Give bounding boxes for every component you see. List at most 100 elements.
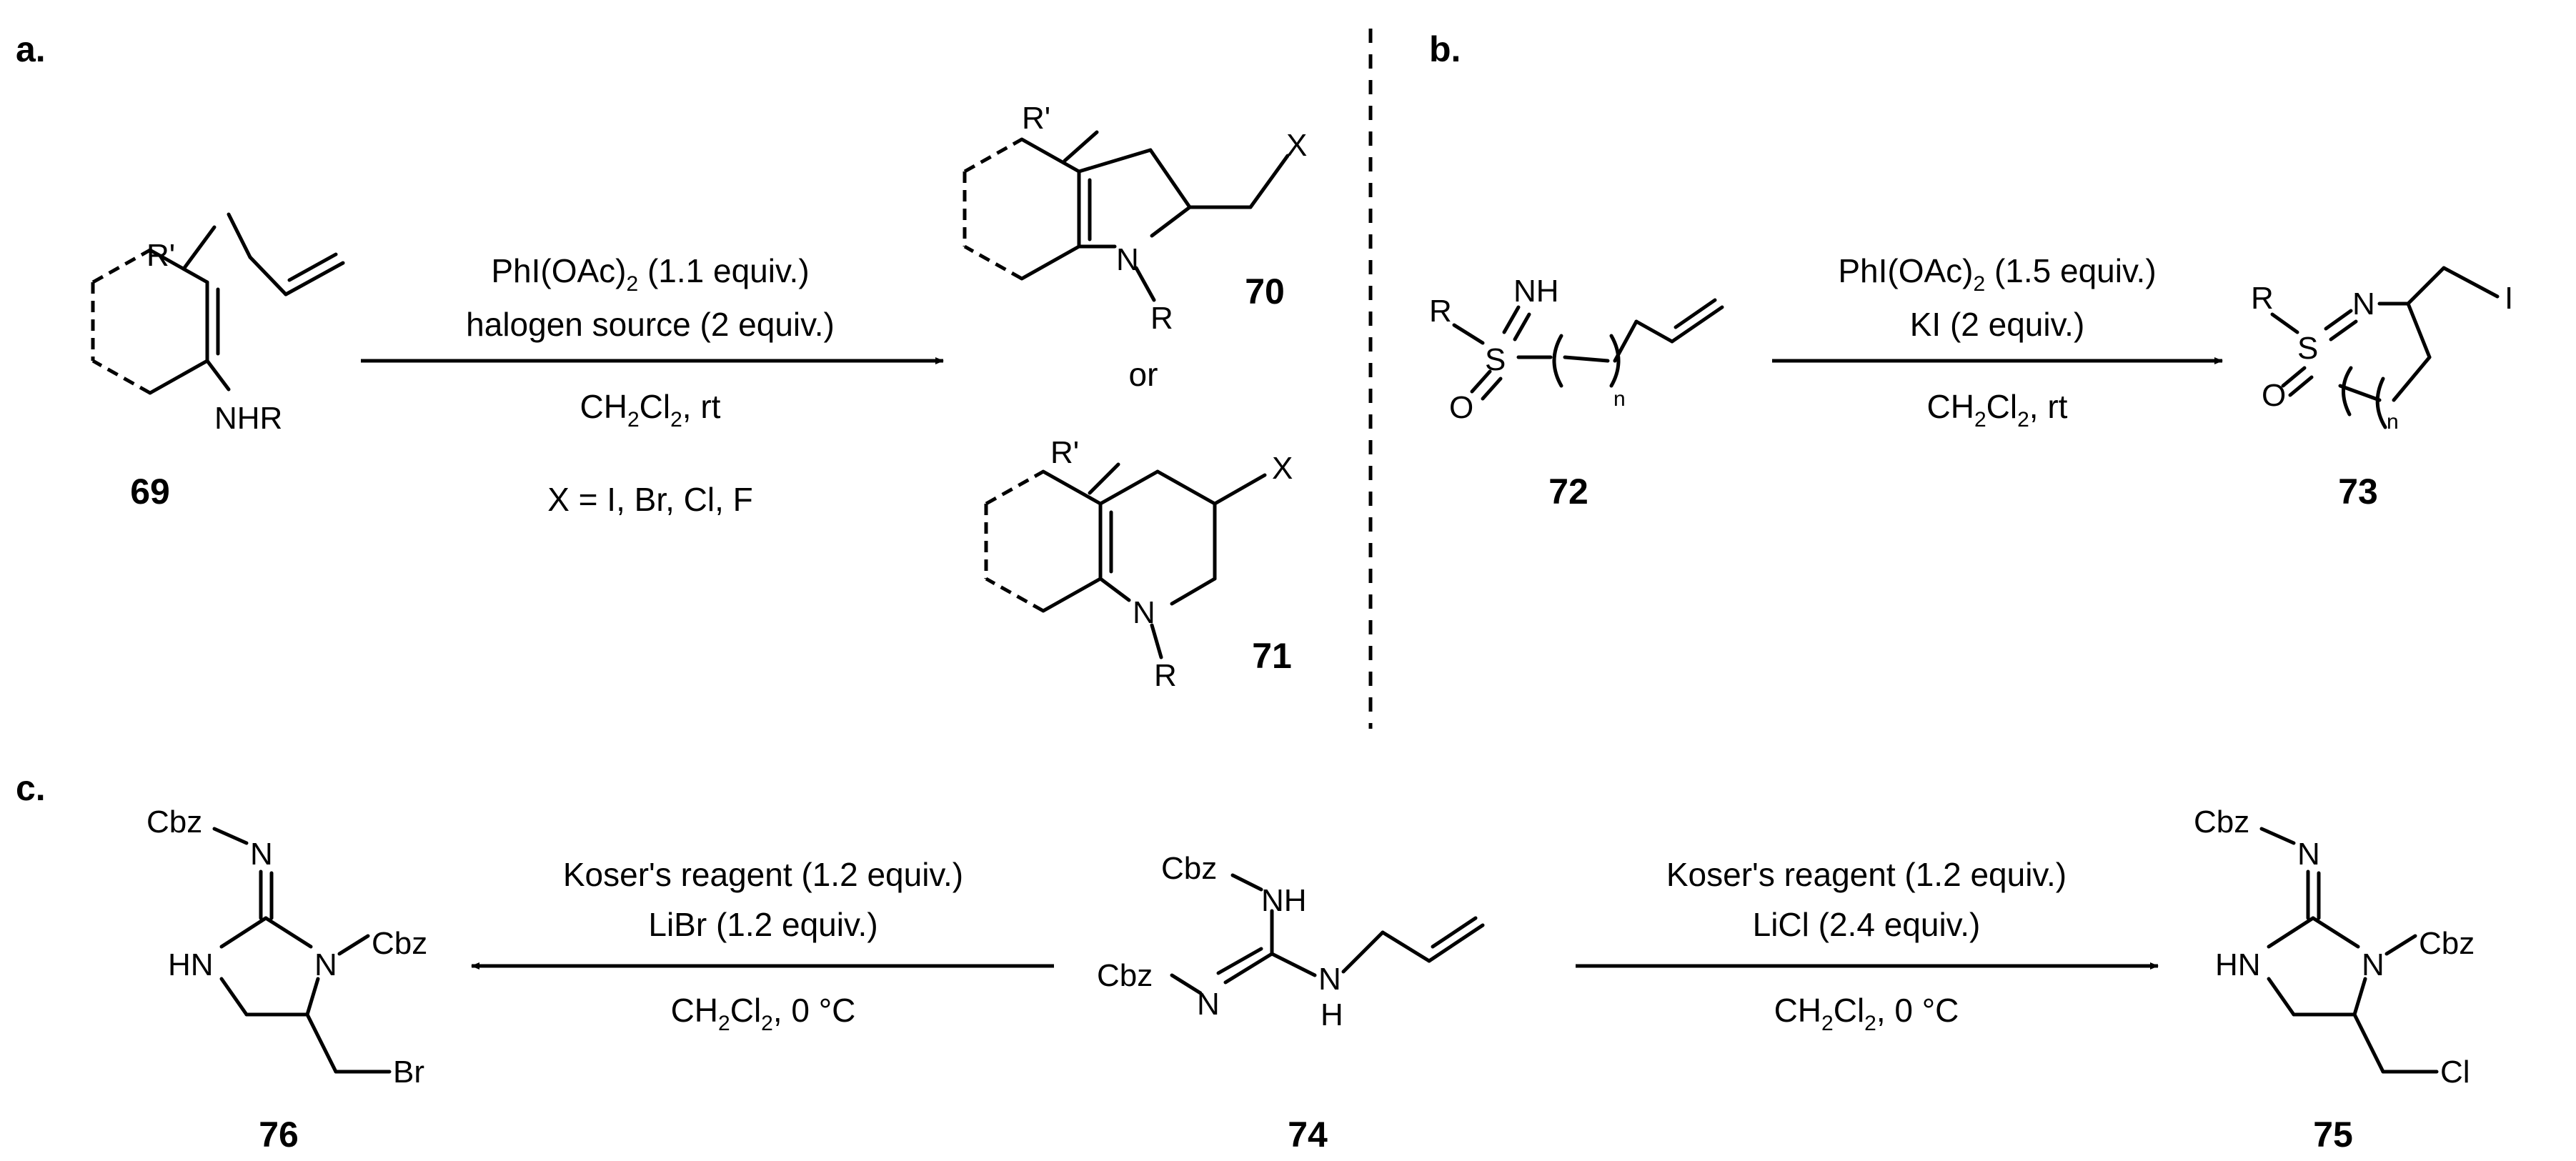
cbz-label: Cbz [1161,851,1217,886]
ring-bond [1020,137,1081,174]
compound-76-id: 76 [259,1115,299,1155]
chain-bond [1563,355,1610,363]
alkene-bond [1670,305,1724,344]
compound-69-id: 69 [130,472,170,512]
substituent-bond [1063,130,1099,163]
cbz-label: Cbz [2194,804,2249,839]
n-atom-label: N [250,837,273,872]
chain-bond [1634,319,1674,344]
cbz-nh-bond [1230,873,1263,892]
r-prime-label: R' [1022,101,1050,136]
panel-b-label: b. [1429,29,1461,69]
bromine-label: Br [393,1055,424,1090]
ring-bond-dashed [963,137,1023,174]
reagent-line-a1: PhI(OAc)2 (1.1 equiv.) [491,252,809,296]
r-prime-label: R' [1050,435,1079,470]
substituent-bond [182,225,217,270]
n-ch2-bond [1341,930,1385,974]
n-atom-label: N [1116,242,1139,277]
reagent-line-c-right2: LiCl (2.4 equiv.) [1753,906,1981,943]
or-connector: or [1129,356,1158,393]
n-r-bond [1150,623,1163,659]
s-n-double-bond-inner [1513,312,1531,342]
c-n-double-bond-inner [1216,947,1263,975]
allyl-bond [1381,930,1431,963]
cbz-label: Cbz [146,804,202,839]
compound-74-structure [1170,873,1485,995]
panel-a-label: a. [16,29,46,69]
n-atom-label: N [1318,962,1341,997]
o-label: O [2262,378,2286,413]
ring-bond [2406,302,2432,359]
ring-bond [1041,469,1103,506]
s-o-double-bond [2281,366,2307,388]
o-label: O [1449,390,1473,425]
reagent-line-b1: PhI(OAc)2 (1.5 equiv.) [1838,252,2156,296]
ring-bond [219,977,249,1017]
reagent-line-c-left2: LiBr (1.2 equiv.) [648,906,877,943]
cbz-label: Cbz [372,926,427,961]
n-r-label: R [1154,658,1177,693]
allyl-double-bond [1427,923,1485,963]
scope-a: X = I, Br, Cl, F [547,481,753,518]
ch2x-bond [1248,154,1290,209]
ring-bond [2352,977,2367,1017]
compound-70-structure [963,130,1290,302]
compound-72-id: 72 [1548,472,1588,512]
cbz-n-bond [2259,827,2296,845]
n-cbz-bond [337,934,370,956]
allyl-double-bond-inner [287,252,338,282]
cbz-n-bond [212,827,249,845]
s-o-double-bond-inner [2288,375,2314,397]
c-ch2-bond [305,1012,338,1074]
ring-bond [2311,916,2360,949]
c-nh-bond [1270,952,1317,977]
five-ring-bond [1150,205,1192,238]
cbz-label: Cbz [1097,958,1153,993]
chlorine-label: Cl [2440,1055,2470,1090]
solvent-b: CH2Cl2, rt [1927,388,2068,432]
ring-bond [219,916,268,949]
solvent-c-right: CH2Cl2, 0 °C [1774,992,1959,1035]
s-o-double-bond [1470,369,1492,394]
s-label: S [1485,342,1506,377]
compound-73-id: 73 [2338,472,2378,512]
n-atom-label: N [2352,286,2375,322]
n-atom-label: N [2297,837,2320,872]
s-n-double-bond-inner [2329,319,2358,342]
reagent-line-b2: KI (2 equiv.) [1910,306,2085,343]
substituent-bond [1088,462,1120,495]
ring-bond [148,359,209,395]
ring-bond [148,248,209,284]
r-label: R [2251,281,2274,316]
nh-label: NH [1261,883,1307,918]
allyl-double-bond-inner [1431,916,1478,949]
nhr-label: NHR [214,401,282,436]
n-atom-label: N [314,947,337,982]
ring-bond-dashed [91,248,151,284]
halogen-x-label: X [1272,451,1293,486]
s-o-double-bond-inner [1481,377,1503,401]
allyl-bond [227,212,252,259]
ring-bond [2392,355,2432,402]
chain-bracket-left [2342,366,2353,417]
reagent-line-a2: halogen source (2 equiv.) [466,306,835,343]
compound-75-structure [2259,827,2439,1074]
iodine-label: I [2505,281,2513,316]
ring-bond [264,916,313,949]
compound-71-id: 71 [1252,636,1292,676]
chain-bond [1613,319,1638,363]
allyl-bond [248,255,288,297]
ring-bond [1041,577,1103,613]
compound-71-structure [984,462,1267,659]
allyl-double-bond [284,261,345,297]
ring-bond-dashed [985,469,1045,506]
reagent-line-c-left1: Koser's reagent (1.2 equiv.) [563,856,963,893]
solvent-c-left: CH2Cl2, 0 °C [671,992,856,1035]
five-ring-bond [1148,148,1192,209]
n-cbz-bond [1170,973,1203,995]
ring-bond-dashed [963,244,1023,281]
chain-bracket-left [1552,334,1563,388]
ring-bond-dashed [985,577,1045,613]
